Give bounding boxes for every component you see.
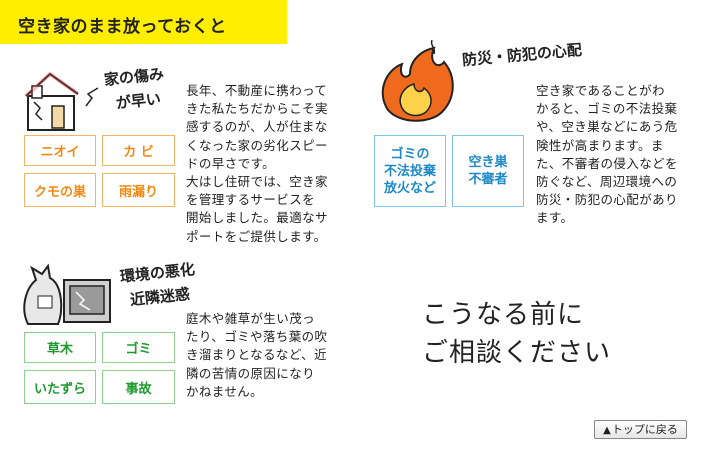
tag-weeds: 草木 [24,332,96,363]
tag-mold: カ ビ [102,135,175,166]
fire-paragraph: 空き家であることがわ かると、ゴミの不法投棄 や、空き巣などにあう危 険性が高ま… [536,83,678,226]
banner-title: 空き家のまま放っておくと [18,17,227,37]
flame-icon [381,40,454,122]
damaged-house-icon [24,71,80,131]
house-heading-line2: が早い [115,89,162,113]
back-to-top-button[interactable]: ▲トップに戻る [594,420,687,439]
tag-accident: 事故 [102,370,175,404]
tag-smell: ニオイ [24,135,96,166]
tag-burglary: 空き巣 不審者 [452,135,524,207]
env-heading-line1: 環境の悪化 [119,260,196,286]
back-to-top-label: トップに戻る [611,423,678,436]
env-heading-line2: 近隣迷惑 [129,284,191,310]
env-paragraph: 庭木や雑草が生い茂っ たり、ゴミや落ち葉の吹 き溜まりとなるなど、近 隣の苦情の… [186,311,328,399]
house-paragraph: 長年、不動産に携わって きた私たちだからこそ実 感するのが、人が住まな くなった… [186,83,328,244]
house-heading-line1: 家の傷み [103,64,165,90]
fire-heading: 防災・防犯の心配 [461,40,583,70]
section-banner: 空き家のまま放っておくと [0,0,287,44]
consult-message: こうなる前に ご相談ください [422,300,612,368]
tag-illegal-dumping: ゴミの 不法投棄 放火など [374,135,446,207]
tag-garbage: ゴミ [102,332,175,363]
tag-leak: 雨漏り [102,173,175,207]
crack-mark-icon [85,87,99,107]
tag-spider-web: クモの巣 [24,173,96,207]
tag-mischief: いたずら [24,370,96,404]
up-triangle-icon: ▲ [603,425,611,436]
trash-and-tv-icon [23,263,111,325]
